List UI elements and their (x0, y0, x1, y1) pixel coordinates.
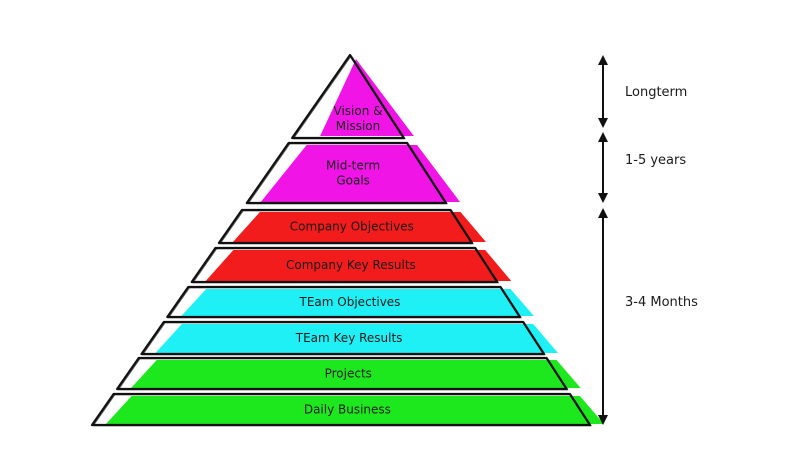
arrow-up-icon (598, 55, 608, 65)
arrow-down-icon (598, 118, 608, 128)
tier-outline-sketch (247, 143, 448, 205)
tier-fill (205, 250, 512, 281)
tier-outline-sketch (142, 322, 546, 356)
tier-outline (291, 53, 405, 140)
tier-label-midterm: Mid-term (326, 159, 380, 173)
arrow-down-icon (598, 193, 608, 203)
tier-outline-sketch (92, 394, 592, 427)
timescale-label-longterm: Longterm (625, 85, 687, 100)
tier-fill (181, 289, 534, 316)
tier-fill (131, 360, 581, 388)
tier-outline-sketch (292, 55, 406, 140)
tier-label-projects: Projects (325, 367, 372, 381)
arrow-up-icon (598, 208, 608, 218)
arrow-down-icon (598, 415, 608, 425)
tier-outline-sketch (117, 358, 569, 391)
tier-projects: Projects (116, 356, 581, 391)
tier-daily-business: Daily Business (90, 392, 604, 427)
tier-company-key-results: Company Key Results (190, 246, 512, 284)
tier-team-key-results: TEam Key Results (140, 320, 558, 356)
tier-outline (245, 141, 448, 205)
tier-outline-sketch (168, 287, 522, 319)
tier-outline (140, 320, 546, 356)
tier-outline-sketch (192, 248, 499, 284)
timescale: Longterm 1-5 years 3-4 Months (598, 55, 698, 425)
tier-label-team-objectives: TEam Objectives (299, 295, 401, 309)
tier-outline (166, 285, 522, 319)
tier-team-objectives: TEam Objectives (166, 285, 534, 319)
tier-label-daily-business: Daily Business (304, 403, 391, 417)
timescale-label-1-5-years: 1-5 years (625, 153, 686, 168)
tier-label-midterm: Goals (336, 174, 370, 188)
tier-label-company-key-results: Company Key Results (286, 258, 416, 272)
tier-label-vision: Vision & (334, 104, 383, 118)
tier-label-company-objectives: Company Objectives (290, 220, 414, 234)
tier-outline (116, 356, 568, 391)
tier-fill (260, 145, 460, 202)
tier-fill (106, 396, 604, 424)
arrow-up-icon (598, 132, 608, 142)
tier-outline (190, 246, 499, 284)
tier-label-vision: Mission (336, 119, 380, 133)
tier-fill (232, 212, 486, 242)
tier-company-objectives: Company Objectives (217, 208, 486, 245)
tier-label-team-key-results: TEam Key Results (295, 331, 403, 345)
tier-outline-sketch (219, 210, 474, 245)
timescale-label-3-4-months: 3-4 Months (625, 295, 698, 310)
tier-fill (155, 324, 558, 353)
tier-outline (217, 208, 474, 245)
tier-outline (90, 392, 592, 427)
tier-vision: Vision &Mission (291, 53, 414, 140)
